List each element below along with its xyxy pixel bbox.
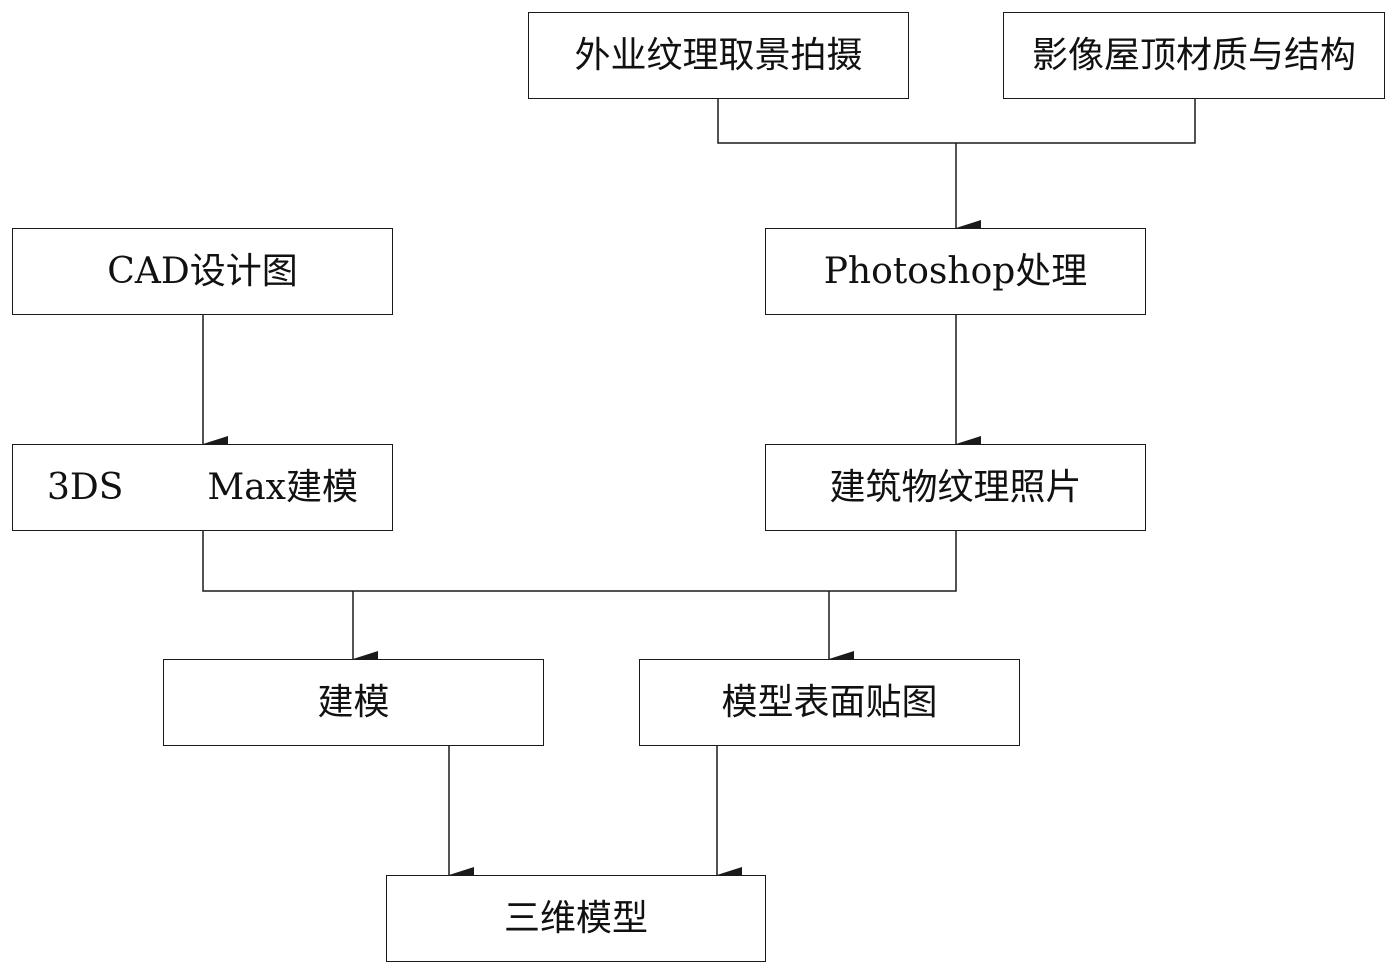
node-photoshop-label: Photoshop处理 xyxy=(823,250,1088,292)
node-3ds-max-label-part1: 3DS xyxy=(47,466,124,508)
node-3ds-max-modeling: 3DS Max建模 xyxy=(12,444,393,531)
node-modeling: 建模 xyxy=(163,659,544,746)
node-3ds-max-label-part2: Max建模 xyxy=(207,466,358,508)
edge-max-texture-merge xyxy=(202,531,957,592)
node-photoshop: Photoshop处理 xyxy=(765,228,1146,315)
node-texture-photo: 建筑物纹理照片 xyxy=(765,444,1146,531)
node-texture-mapping-label: 模型表面贴图 xyxy=(721,681,938,723)
node-cad-design: CAD设计图 xyxy=(12,228,393,315)
node-3d-model-label: 三维模型 xyxy=(503,897,648,939)
node-texture-mapping: 模型表面贴图 xyxy=(639,659,1020,746)
node-modeling-label: 建模 xyxy=(317,681,390,723)
node-roof-material: 影像屋顶材质与结构 xyxy=(1003,12,1385,99)
node-3d-model: 三维模型 xyxy=(386,875,766,962)
node-texture-photo-label: 建筑物纹理照片 xyxy=(829,466,1082,508)
node-roof-material-label: 影像屋顶材质与结构 xyxy=(1031,34,1356,76)
edge-field-photo-merge xyxy=(717,99,1196,144)
node-field-photo-label: 外业纹理取景拍摄 xyxy=(574,34,863,76)
node-field-photo: 外业纹理取景拍摄 xyxy=(528,12,909,99)
node-cad-design-label: CAD设计图 xyxy=(107,250,298,292)
